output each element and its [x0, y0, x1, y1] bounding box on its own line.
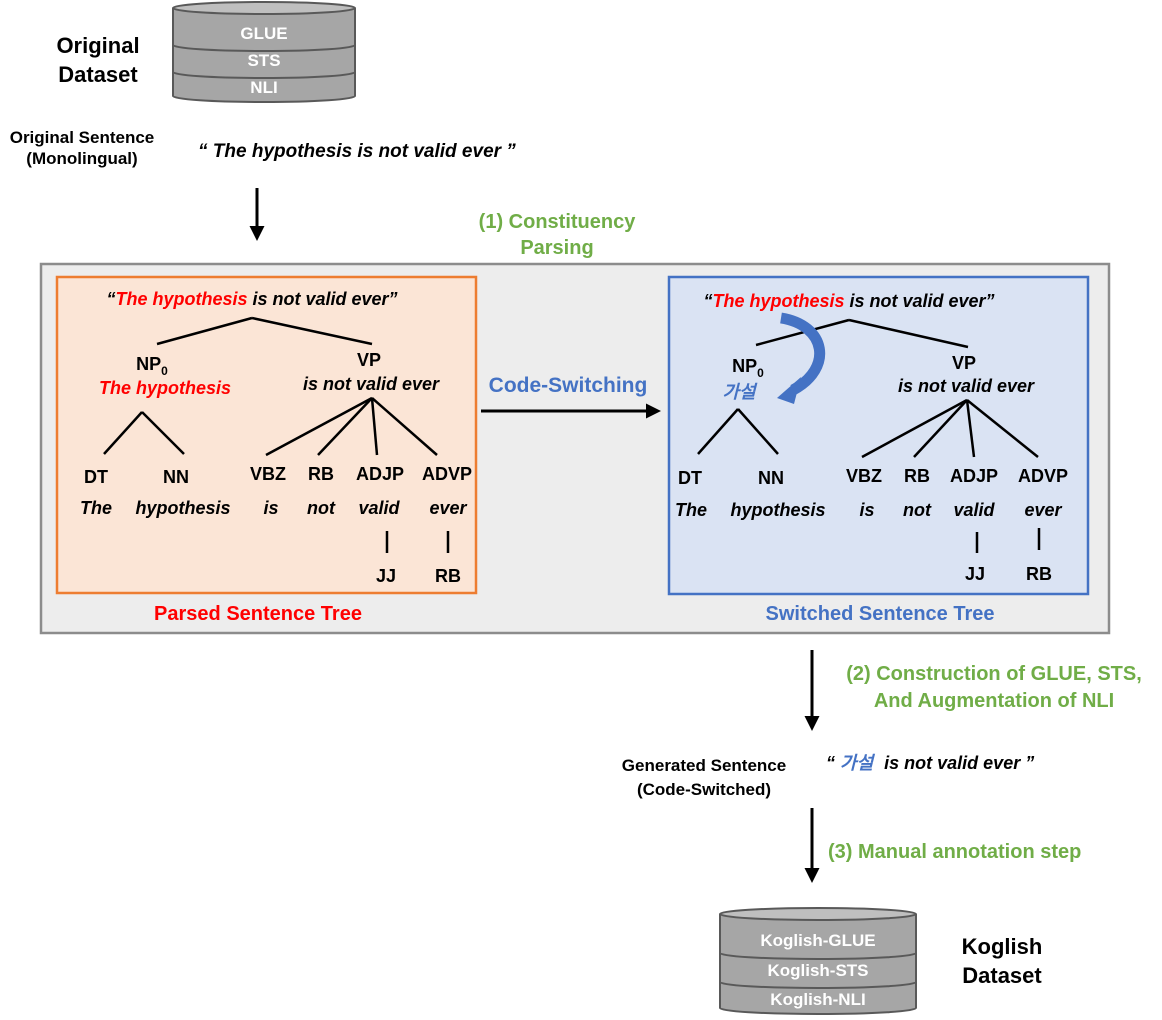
parsed-tag-adjp: ADJP — [356, 464, 404, 484]
parsed-tag-advp: ADVP — [422, 464, 472, 484]
db-layer-glue: GLUE — [240, 24, 287, 43]
switched-vp-text: is not valid ever — [898, 376, 1035, 396]
switched-word-the: The — [675, 500, 707, 520]
db-layer-koglish-glue: Koglish-GLUE — [760, 931, 875, 950]
parsed-np-tag: NP0 — [136, 354, 168, 378]
parsed-tag-rb: RB — [308, 464, 334, 484]
original-sentence-label-2: (Monolingual) — [26, 149, 137, 168]
parsed-subtag-jj: JJ — [376, 566, 396, 586]
switched-tag-dt: DT — [678, 468, 702, 488]
parsed-tree-box — [55, 275, 478, 595]
koglish-dataset-title: Koglish — [962, 934, 1043, 959]
parsed-word-not: not — [307, 498, 336, 518]
switch-curve-arrowhead — [777, 377, 801, 404]
parsed-vp-tag: VP — [357, 350, 381, 370]
parsed-vp-text: is not valid ever — [303, 374, 440, 394]
parsed-subtag-rb: RB — [435, 566, 461, 586]
step2-label-2: And Augmentation of NLI — [874, 690, 1114, 712]
original-sentence-label: Original Sentence — [10, 128, 155, 147]
original-dataset-icon: GLUE STS NLI — [172, 1, 356, 103]
switched-word-valid: valid — [953, 500, 995, 520]
koglish-dataset-title-2: Dataset — [962, 963, 1042, 988]
switched-subtag-jj: JJ — [965, 564, 985, 584]
parsed-tree-sentence: “The hypothesis is not valid ever” — [106, 289, 397, 309]
parsed-tag-dt: DT — [84, 467, 108, 487]
parsed-words: The hypothesis is not valid ever — [80, 498, 468, 518]
switched-np-tag: NP0 — [732, 356, 764, 380]
db-layer-nli: NLI — [250, 78, 277, 97]
switched-word-is: is — [859, 500, 874, 520]
step1-label-2: Parsing — [520, 237, 593, 259]
switched-word-not: not — [903, 500, 932, 520]
parsed-tag-vbz: VBZ — [250, 464, 286, 484]
switched-subtag-rb: RB — [1026, 564, 1052, 584]
original-dataset-title-2: Dataset — [58, 62, 138, 87]
koglish-dataset-icon: Koglish-GLUE Koglish-STS Koglish-NLI — [719, 907, 917, 1015]
switch-curve-arrow — [779, 312, 826, 395]
parsed-word-the: The — [80, 498, 112, 518]
switched-tag-adjp: ADJP — [950, 466, 998, 486]
switched-tree-box — [667, 275, 1090, 596]
step1-label: (1) Constituency — [479, 211, 637, 233]
switched-tree-sentence: “The hypothesis is not valid ever” — [703, 291, 994, 311]
switched-np-text: 가설 — [722, 382, 758, 402]
parsed-tag-nn: NN — [163, 467, 189, 487]
switched-tree-edges — [697, 318, 1041, 553]
parsed-word-hypothesis: hypothesis — [135, 498, 230, 518]
switched-tag-nn: NN — [758, 468, 784, 488]
parsed-tree-edges — [103, 316, 450, 553]
db-layer-koglish-sts: Koglish-STS — [767, 961, 868, 980]
parsed-tree-caption: Parsed Sentence Tree — [154, 603, 362, 625]
parsed-word-ever: ever — [429, 498, 467, 518]
switched-tree-caption: Switched Sentence Tree — [766, 603, 995, 625]
switched-tag-vbz: VBZ — [846, 466, 882, 486]
step2-label: (2) Construction of GLUE, STS, — [846, 663, 1142, 685]
switched-words: The hypothesis is not valid ever — [675, 500, 1063, 520]
step3-label: (3) Manual annotation step — [828, 841, 1081, 863]
parsed-word-valid: valid — [358, 498, 400, 518]
switched-vp-tag: VP — [952, 353, 976, 373]
parsed-pos-tags: DT NN VBZ RB ADJP ADVP — [84, 464, 472, 487]
generated-sentence-text: “ 가설 is not valid ever ” — [826, 753, 1034, 773]
switched-tag-rb: RB — [904, 466, 930, 486]
generated-sentence-label-2: (Code-Switched) — [637, 780, 771, 799]
switched-word-ever: ever — [1024, 500, 1062, 520]
switched-pos-tags: DT NN VBZ RB ADJP ADVP — [678, 466, 1068, 488]
switched-word-hypothesis: hypothesis — [730, 500, 825, 520]
db-layer-koglish-nli: Koglish-NLI — [770, 990, 865, 1009]
parsed-word-is: is — [263, 498, 278, 518]
generated-sentence-label: Generated Sentence — [622, 756, 786, 775]
switched-tag-advp: ADVP — [1018, 466, 1068, 486]
code-switching-label: Code-Switching — [489, 374, 648, 397]
original-sentence-text: “ The hypothesis is not valid ever ” — [198, 141, 516, 162]
parsed-np-text: The hypothesis — [99, 378, 231, 398]
original-dataset-title: Original — [56, 33, 139, 58]
db-layer-sts: STS — [247, 51, 280, 70]
